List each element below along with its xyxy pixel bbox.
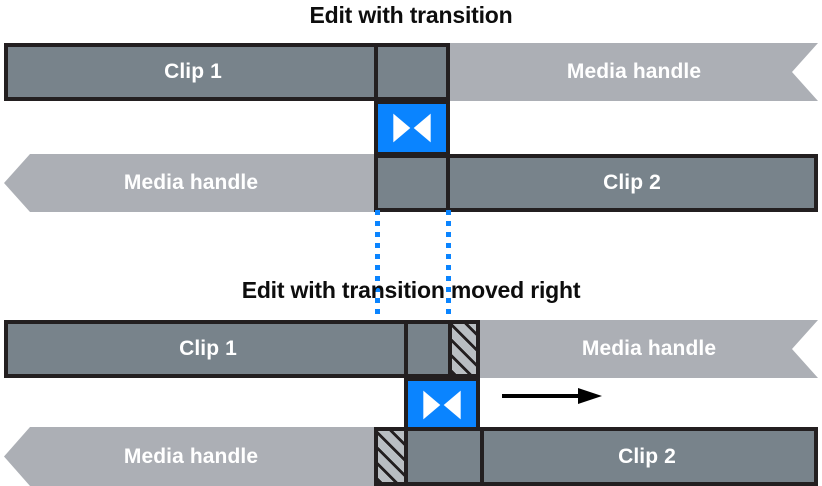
overlap-cell-lower-bottom-diagram	[404, 427, 484, 486]
overlap-cell-lower-top-diagram	[374, 154, 450, 212]
diagram-title-edit-with-transition-moved-right: Edit with transition moved right	[241, 277, 581, 303]
hatched-trim-block-lower-bottom-diagram	[374, 427, 408, 486]
transition-bowtie-icon	[423, 390, 461, 420]
overlap-cell-upper-top-diagram	[374, 43, 450, 101]
media-handle-left-top-diagram: Media handle	[4, 154, 378, 212]
media-handle-right-bottom-diagram: Media handle	[480, 320, 818, 378]
clip-2-top-diagram: Clip 2	[450, 154, 818, 212]
overlap-cell-upper-bottom-diagram	[404, 320, 452, 378]
clip-2-bottom-diagram: Clip 2	[480, 427, 818, 486]
hatched-trim-block-upper-bottom-diagram	[448, 320, 480, 378]
media-handle-left-bottom-diagram: Media handle	[4, 427, 378, 486]
clip-1-top-diagram: Clip 1	[4, 43, 378, 101]
transition-chip-bottom-diagram[interactable]	[404, 377, 480, 433]
arrow-right-icon	[502, 388, 602, 404]
transition-bowtie-icon	[393, 113, 431, 143]
diagram-title-edit-with-transition: Edit with transition	[309, 2, 513, 28]
media-handle-right-top-diagram: Media handle	[450, 43, 818, 101]
move-right-arrow	[500, 386, 604, 406]
dotted-guide-line-left	[375, 210, 380, 322]
dotted-guide-line-right	[446, 210, 451, 322]
clip-1-bottom-diagram: Clip 1	[4, 320, 408, 378]
transition-chip-top-diagram[interactable]	[374, 100, 450, 156]
